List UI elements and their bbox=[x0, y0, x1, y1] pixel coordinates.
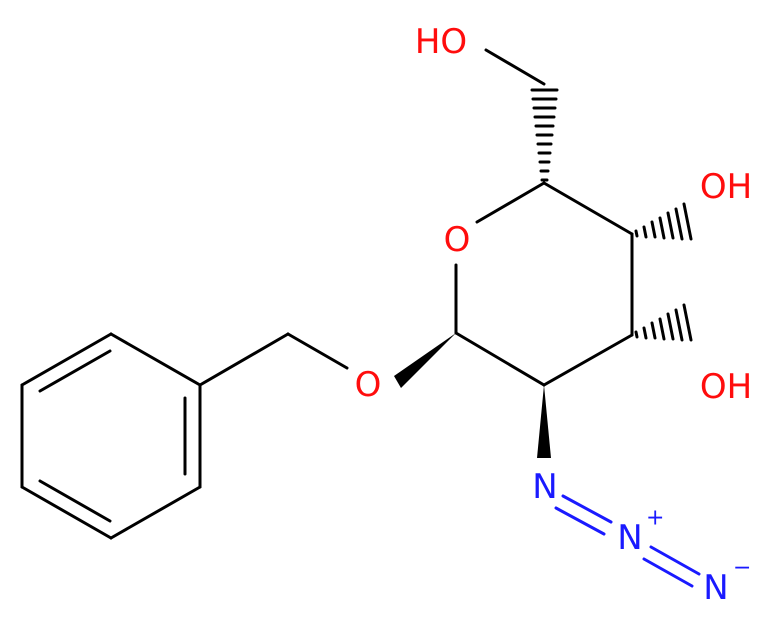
bond-ch2-ho bbox=[484, 48, 546, 86]
azide-bonds bbox=[554, 494, 701, 588]
nitrogen-2-charge: + bbox=[646, 506, 664, 531]
ether-oxygen-label: O bbox=[355, 365, 382, 405]
wedge-bond-c1-o bbox=[394, 333, 456, 388]
bond-phenyl-ch2 bbox=[198, 332, 290, 387]
hash-bond-c4-oh bbox=[634, 202, 693, 241]
nitrogen-3-label: N bbox=[703, 568, 728, 608]
wedge-bond-c2-n bbox=[537, 385, 551, 458]
ho-top-label: HO bbox=[415, 22, 467, 62]
hash-bond-c5-ch2 bbox=[530, 88, 559, 182]
nitrogen-1-label: N bbox=[532, 467, 557, 507]
oh-lower-label: OH bbox=[700, 367, 752, 407]
benzene-ring bbox=[20, 332, 202, 540]
pyranose-ring bbox=[454, 181, 634, 387]
nitrogen-3-charge: − bbox=[733, 556, 751, 581]
nitrogen-2-label: N bbox=[617, 518, 642, 558]
oh-upper-label: OH bbox=[700, 167, 752, 207]
bond-ch2-o bbox=[286, 332, 349, 370]
hash-bond-c3-oh bbox=[634, 303, 693, 342]
ring-oxygen-label: O bbox=[444, 220, 471, 260]
